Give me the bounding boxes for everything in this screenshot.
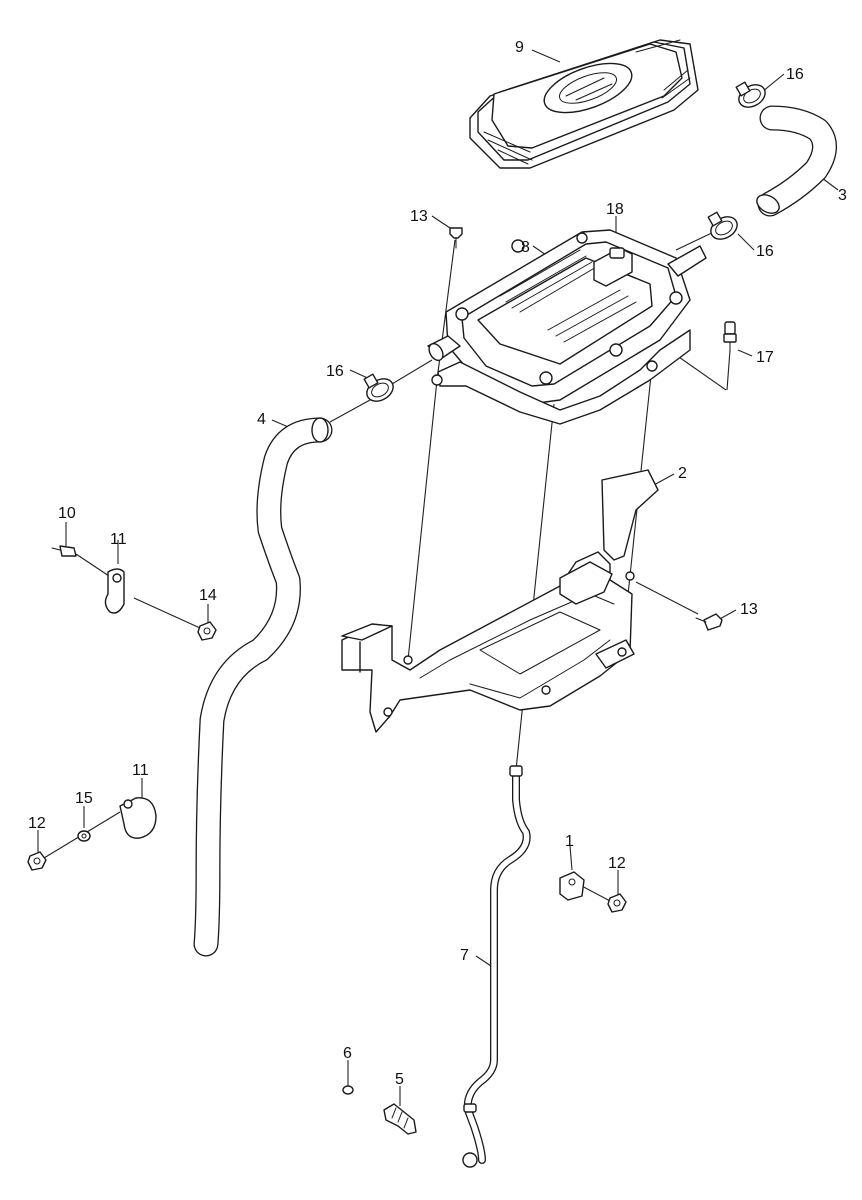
callout-8: 8	[521, 239, 530, 256]
callout-11-upper: 11	[110, 531, 127, 548]
callout-14: 14	[199, 587, 217, 604]
clamp-part-1	[559, 871, 585, 901]
hose-clamp-part-16b	[707, 211, 738, 240]
hose-part-3	[756, 105, 837, 217]
bolt-part-13b	[695, 613, 723, 631]
callout-5: 5	[395, 1071, 404, 1088]
nut-part-12b	[607, 893, 627, 913]
callout-12-left: 12	[28, 815, 46, 832]
callout-17: 17	[756, 349, 774, 366]
callout-3: 3	[838, 187, 847, 204]
fitting-part-5	[383, 1103, 417, 1135]
nut-part-12a	[27, 851, 47, 871]
callout-16-right: 16	[756, 243, 774, 260]
callout-18: 18	[606, 201, 624, 218]
nut-part-14	[197, 621, 217, 641]
callout-2: 2	[678, 465, 687, 482]
callout-13-upper: 13	[410, 208, 428, 225]
washer-part-15	[77, 830, 91, 842]
callout-labels: 9 16 3 13 18 8 16 17 16 4 2 10 11 14 13 …	[28, 39, 847, 1088]
callout-1: 1	[565, 833, 574, 850]
bolt-part-13a	[449, 227, 463, 249]
air-box-part-8	[427, 229, 707, 425]
clamp-part-11b	[119, 797, 157, 839]
filter-cover-part-9	[469, 39, 699, 169]
bolt-part-10	[51, 545, 77, 557]
callout-16-left: 16	[326, 363, 344, 380]
hose-clamp-part-16c	[363, 373, 394, 402]
bracket-part-2	[341, 469, 659, 733]
callout-10: 10	[58, 505, 76, 522]
callout-7: 7	[460, 947, 469, 964]
hose-part-4	[193, 417, 333, 957]
callout-12-right: 12	[608, 855, 626, 872]
callout-4: 4	[257, 411, 266, 428]
hose-clamp-part-16a	[735, 81, 766, 108]
leader-lines	[37, 49, 839, 1106]
callout-6: 6	[343, 1045, 352, 1062]
clamp-part-11a	[104, 568, 125, 614]
sensor-part-18	[593, 247, 633, 287]
callout-15: 15	[75, 790, 93, 807]
callout-16-top: 16	[786, 66, 804, 83]
callout-11-lower: 11	[132, 762, 149, 779]
callout-9: 9	[515, 39, 524, 56]
drain-tube-part-7	[462, 765, 531, 1168]
o-ring-part-6	[342, 1085, 354, 1095]
fitting-part-17	[723, 321, 737, 353]
callout-13-lower: 13	[740, 601, 758, 618]
